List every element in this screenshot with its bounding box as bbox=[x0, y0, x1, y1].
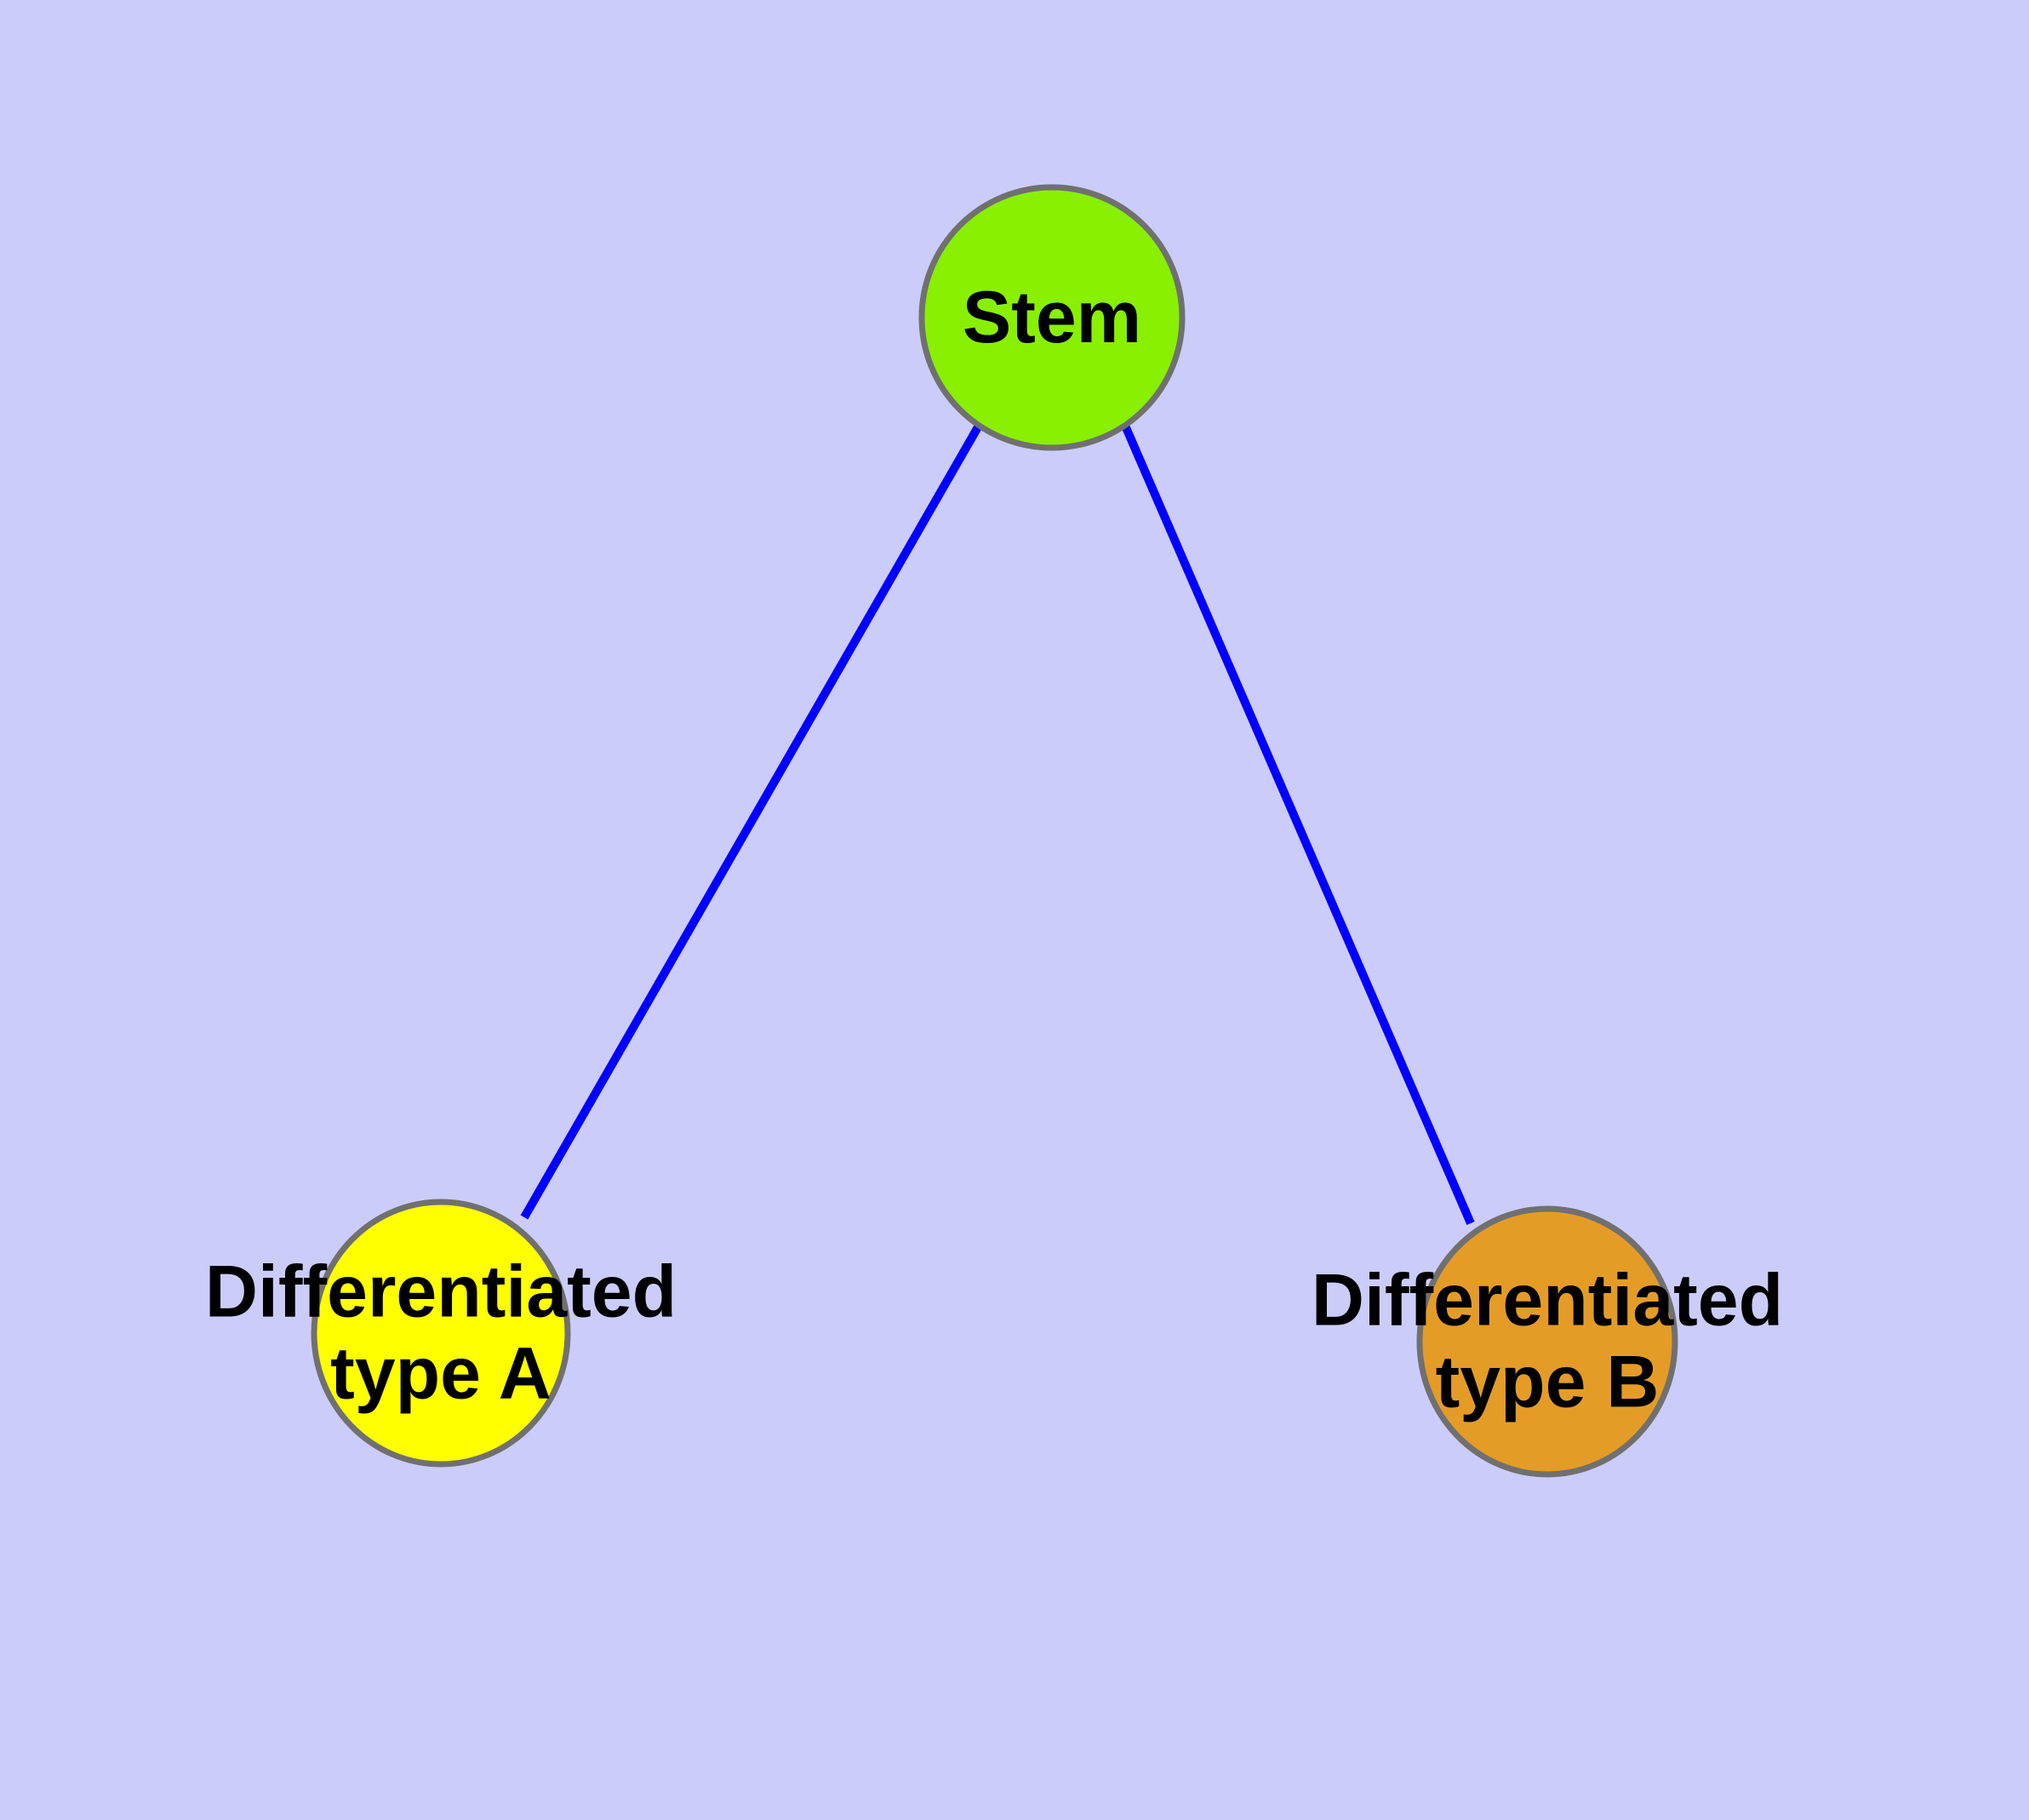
edge-stem-to-a[interactable] bbox=[520, 423, 983, 1220]
edge-stem-to-b[interactable] bbox=[1121, 424, 1475, 1225]
node-stem[interactable] bbox=[918, 184, 1186, 451]
node-layer bbox=[311, 184, 1678, 1478]
node-diff_a[interactable] bbox=[311, 1199, 571, 1468]
node-diff_b[interactable] bbox=[1416, 1205, 1678, 1478]
edge-layer bbox=[520, 423, 1475, 1225]
